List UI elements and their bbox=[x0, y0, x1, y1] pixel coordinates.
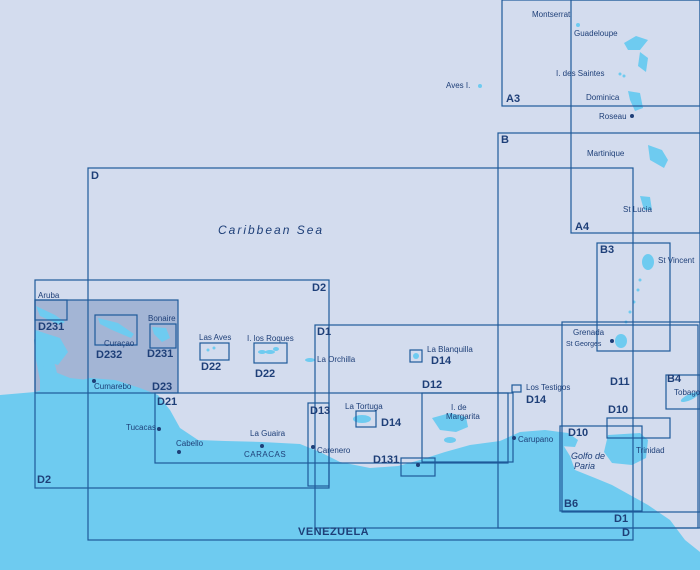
venezuela-mainland bbox=[0, 378, 700, 570]
chart-code-b[interactable]: B bbox=[501, 134, 509, 146]
caracas-label: CARACAS bbox=[244, 450, 287, 459]
las-aves-label: Las Aves bbox=[199, 333, 232, 342]
tucacas-label: Tucacas bbox=[126, 423, 156, 432]
margarita-island bbox=[432, 413, 468, 432]
chart-code-d1-bottom[interactable]: D1 bbox=[614, 513, 629, 525]
chart-code-b4[interactable]: B4 bbox=[667, 373, 682, 385]
carupano-label: Carupano bbox=[518, 435, 554, 444]
aves-label: Aves I. bbox=[446, 81, 471, 90]
st-vincent-label: St Vincent bbox=[658, 256, 695, 265]
cumarebo-label: Cumarebo bbox=[94, 382, 132, 391]
trinidad-label: Trinidad bbox=[636, 446, 665, 455]
chart-code-d131[interactable]: D131 bbox=[373, 454, 400, 466]
los-roques-label: I. los Roques bbox=[247, 334, 294, 343]
tobago-island bbox=[680, 391, 700, 403]
chart-code-a3[interactable]: A3 bbox=[506, 93, 521, 105]
roseau-label: Roseau bbox=[599, 112, 627, 121]
bonaire-island bbox=[152, 327, 170, 342]
los-testigos-label: Los Testigos bbox=[526, 383, 571, 392]
la-orchilla-label: La Orchilla bbox=[317, 355, 356, 364]
country-label: VENEZUELA bbox=[298, 526, 370, 538]
curacao-island bbox=[98, 318, 134, 338]
la-guaira-label: La Guaira bbox=[250, 429, 286, 438]
margarita-label-2: Margarita bbox=[446, 412, 480, 421]
la-blanquilla-label: La Blanquilla bbox=[427, 345, 473, 354]
chart-code-d22-roques[interactable]: D22 bbox=[255, 368, 276, 380]
trinidad-island bbox=[604, 433, 648, 465]
montserrat-label: Montserrat bbox=[532, 10, 571, 19]
la-tortuga-label: La Tortuga bbox=[345, 402, 383, 411]
chart-code-d231-bonaire[interactable]: D231 bbox=[147, 348, 174, 360]
bonaire-label: Bonaire bbox=[148, 314, 176, 323]
martinique-label: Martinique bbox=[587, 149, 625, 158]
chart-code-d22-aves[interactable]: D22 bbox=[201, 361, 222, 373]
chart-code-d[interactable]: D bbox=[91, 170, 99, 182]
chart-code-d1-top[interactable]: D1 bbox=[317, 326, 332, 338]
falcon-coast bbox=[40, 365, 90, 392]
chart-code-d14-tortuga[interactable]: D14 bbox=[381, 417, 402, 429]
coche-island bbox=[444, 437, 456, 443]
curacao-label: Curaçao bbox=[104, 339, 135, 348]
blanquilla-island bbox=[413, 353, 419, 359]
cabello-label: Cabello bbox=[176, 439, 204, 448]
guadeloupe-label: Guadeloupe bbox=[574, 29, 618, 38]
carenero-label: Carenero bbox=[317, 446, 351, 455]
sea-label: Caribbean Sea bbox=[218, 223, 325, 237]
chart-code-d14-testigos[interactable]: D14 bbox=[526, 394, 547, 406]
chart-code-d14-blanquilla[interactable]: D14 bbox=[431, 355, 452, 367]
chart-code-d231-aruba[interactable]: D231 bbox=[38, 321, 65, 333]
chart-code-d12[interactable]: D12 bbox=[422, 379, 443, 391]
chart-code-d21[interactable]: D21 bbox=[157, 396, 178, 408]
chart-code-d2-bottom[interactable]: D2 bbox=[37, 474, 52, 486]
saintes-label: I. des Saintes bbox=[556, 69, 605, 78]
orchilla-island bbox=[305, 358, 315, 362]
chart-code-d232[interactable]: D232 bbox=[96, 349, 123, 361]
chart-code-d11[interactable]: D11 bbox=[610, 376, 630, 388]
las-aves-reefs bbox=[206, 346, 216, 352]
chart-code-d23[interactable]: D23 bbox=[152, 381, 173, 393]
dominica-label: Dominica bbox=[586, 93, 620, 102]
st-georges-label: St Georges bbox=[566, 341, 602, 348]
paria-peninsula bbox=[500, 430, 578, 447]
grenada-label: Grenada bbox=[573, 328, 605, 337]
los-roques-reefs bbox=[258, 347, 279, 354]
chart-code-a4[interactable]: A4 bbox=[575, 221, 590, 233]
chart-code-d2-top[interactable]: D2 bbox=[312, 282, 327, 294]
margarita-label-1: I. de bbox=[451, 403, 467, 412]
chart-boundaries bbox=[34, 0, 700, 541]
falcon-peninsula bbox=[35, 330, 68, 365]
chart-code-d13[interactable]: D13 bbox=[310, 405, 331, 417]
st-lucia-label: St Lucia bbox=[623, 205, 652, 214]
tobago-label: Tobago bbox=[674, 388, 700, 397]
aruba-label: Aruba bbox=[38, 291, 60, 300]
chart-code-d10-outer[interactable]: D10 bbox=[608, 404, 629, 416]
tortuga-island bbox=[353, 415, 371, 423]
town-markers bbox=[92, 114, 634, 467]
chart-code-b3[interactable]: B3 bbox=[600, 244, 615, 256]
golfo-label-1: Golfo de bbox=[571, 451, 606, 461]
chart-code-d-bottom[interactable]: D bbox=[622, 527, 630, 539]
chart-code-d10-inner[interactable]: D10 bbox=[568, 427, 589, 439]
golfo-label-2: Paria bbox=[574, 461, 596, 471]
chart-code-b6[interactable]: B6 bbox=[564, 498, 579, 510]
